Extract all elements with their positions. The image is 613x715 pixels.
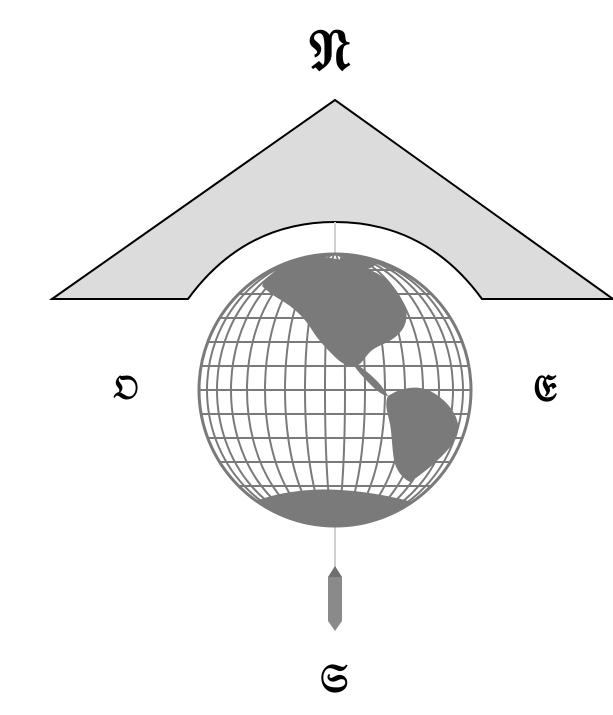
compass-north-label: 𝔑 [309,16,351,84]
arrow-icon [328,566,342,631]
compass-east-label: 𝔈 [533,365,557,410]
compass-west-label: 𝔒 [113,368,138,408]
compass-south-label: 𝔖 [320,655,348,702]
globe-icon [199,254,471,536]
